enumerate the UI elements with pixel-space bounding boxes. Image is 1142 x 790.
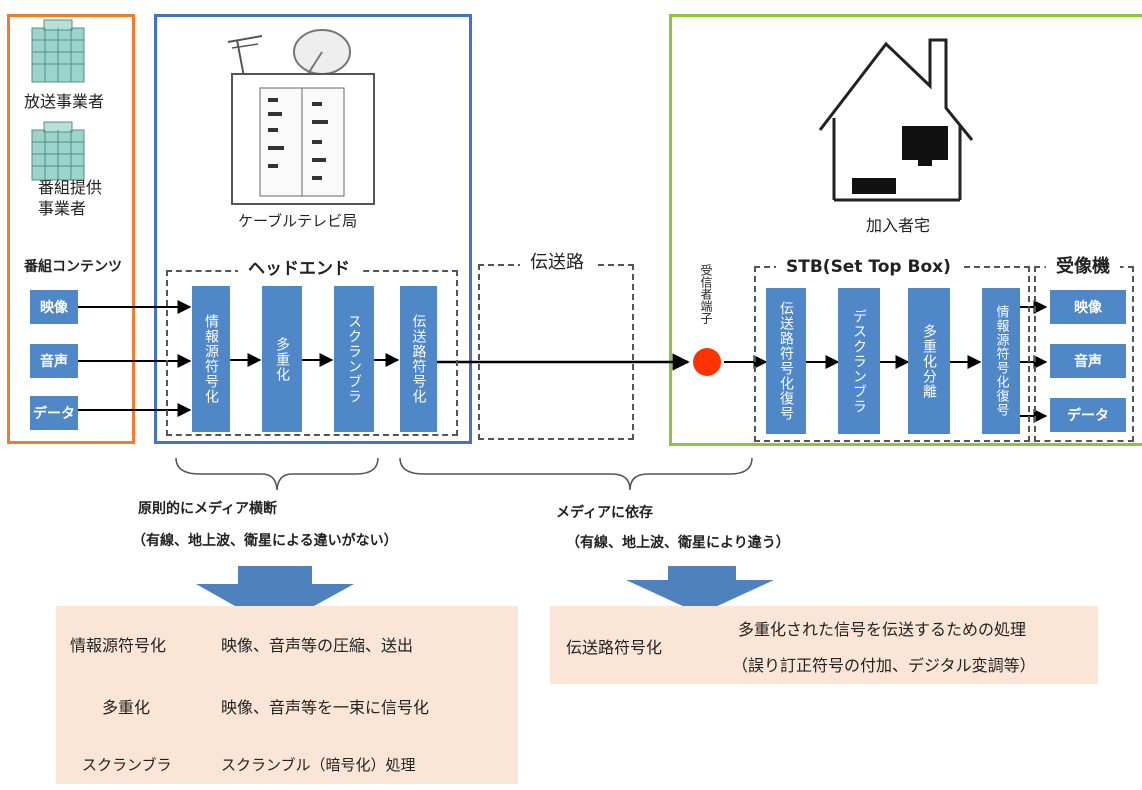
provider-label-line1: 番組提供 bbox=[38, 178, 103, 197]
output-video: 映像 bbox=[1050, 290, 1126, 324]
transmission-title: 伝送路 bbox=[520, 252, 594, 274]
block-multiplexing: 多重化 bbox=[262, 286, 302, 432]
note-left-line2: （有線、地上波、衛星による違いがない） bbox=[132, 533, 398, 549]
def-desc-source-coding: 映像、音声等の圧縮、送出 bbox=[221, 636, 414, 655]
def-term-source-coding: 情報源符号化 bbox=[70, 636, 167, 655]
provider-label-line2: 事業者 bbox=[38, 199, 87, 218]
def-desc-channel-coding-line2: （誤り訂正符号の付加、デジタル変調等） bbox=[732, 656, 1036, 675]
input-video: 映像 bbox=[30, 290, 78, 324]
block-channel-coding: 伝送路符号化 bbox=[400, 286, 437, 432]
cable-station-frame bbox=[154, 14, 472, 444]
block-descrambler: デスクランブラ bbox=[838, 288, 880, 434]
down-arrow-icon bbox=[196, 566, 354, 628]
terminal-label: 受信者端子 bbox=[699, 264, 713, 324]
broadcaster-building-icon bbox=[31, 19, 85, 83]
def-term-multiplexing: 多重化 bbox=[102, 698, 151, 717]
block-channel-decoding: 伝送路符号化復号 bbox=[766, 288, 806, 434]
provider-building-icon bbox=[31, 121, 85, 181]
def-desc-scrambler: スクランブル（暗号化）処理 bbox=[221, 756, 416, 774]
note-right-line2: （有線、地上波、衛星により違う） bbox=[566, 535, 790, 551]
definitions-right-panel bbox=[550, 606, 1098, 684]
transmission-group bbox=[478, 264, 634, 440]
block-source-coding: 情報源符号化 bbox=[192, 286, 230, 432]
def-term-channel-coding: 伝送路符号化 bbox=[566, 638, 663, 657]
note-right-line1: メディアに依存 bbox=[556, 505, 654, 521]
receiver-title: 受像機 bbox=[1046, 256, 1120, 278]
broadcaster-frame bbox=[7, 14, 135, 444]
broadcaster-label: 放送事業者 bbox=[24, 92, 105, 111]
def-term-scrambler: スクランブラ bbox=[82, 756, 172, 774]
subscriber-house-icon bbox=[818, 38, 974, 202]
cable-station-icon bbox=[227, 29, 375, 205]
down-arrow-icon bbox=[626, 566, 774, 614]
note-left-line1: 原則的にメディア横断 bbox=[138, 501, 278, 517]
input-audio: 音声 bbox=[30, 344, 78, 378]
def-desc-channel-coding-line1: 多重化された信号を伝送するための処理 bbox=[738, 620, 1027, 639]
subscriber-home-frame bbox=[669, 14, 1142, 446]
input-data: データ bbox=[30, 396, 78, 430]
headend-title: ヘッドエンド bbox=[238, 258, 360, 280]
definitions-left-panel bbox=[56, 606, 518, 784]
output-data: データ bbox=[1050, 398, 1126, 432]
brace-lines bbox=[175, 457, 753, 491]
output-audio: 音声 bbox=[1050, 344, 1126, 378]
block-source-decoding: 情報源符号化復号 bbox=[982, 288, 1020, 434]
def-desc-multiplexing: 映像、音声等を一束に信号化 bbox=[221, 698, 430, 717]
contents-title: 番組コンテンツ bbox=[24, 259, 122, 275]
receiver-terminal-dot bbox=[693, 348, 721, 376]
cable-station-label: ケーブルテレビ局 bbox=[238, 212, 358, 230]
block-scrambler: スクランブラ bbox=[334, 286, 374, 432]
block-demultiplexing: 多重化分離 bbox=[908, 288, 950, 434]
stb-title: STB(Set Top Box) bbox=[776, 256, 961, 278]
home-label: 加入者宅 bbox=[866, 216, 931, 235]
